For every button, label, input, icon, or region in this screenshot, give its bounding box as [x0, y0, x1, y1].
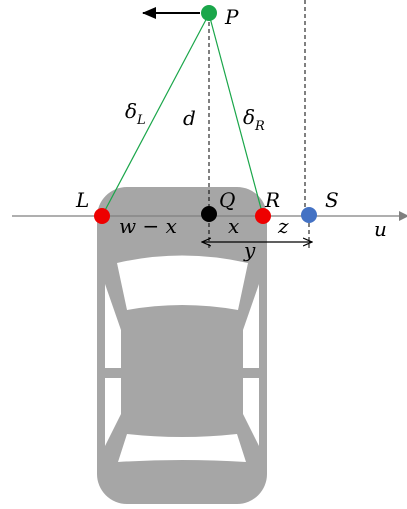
car-window-right-front [243, 284, 259, 368]
label-q: Q [219, 188, 235, 212]
car-rear-window [118, 434, 246, 462]
point-l [94, 208, 110, 224]
point-r [255, 208, 271, 224]
label-delta-l: δL [125, 99, 146, 128]
label-s: S [325, 188, 339, 212]
point-s [301, 207, 317, 223]
car-icon [97, 187, 267, 504]
car-window-left-front [105, 284, 121, 368]
label-r: R [264, 188, 280, 212]
delta-l-line [101, 13, 210, 217]
car-windshield [117, 255, 248, 310]
label-d: d [183, 106, 196, 130]
label-u: u [374, 217, 387, 241]
car-window-right-rear [243, 378, 259, 446]
point-q [201, 206, 217, 222]
label-z: z [277, 214, 289, 238]
label-p: P [224, 5, 239, 29]
label-y: y [243, 238, 256, 262]
label-w-minus-x: w − x [119, 214, 177, 238]
delta-r-line [208, 13, 264, 217]
car-window-left-rear [105, 378, 121, 446]
label-x: x [228, 214, 239, 238]
label-l: L [75, 188, 89, 212]
label-delta-r: δR [243, 105, 265, 134]
point-p [201, 5, 217, 21]
